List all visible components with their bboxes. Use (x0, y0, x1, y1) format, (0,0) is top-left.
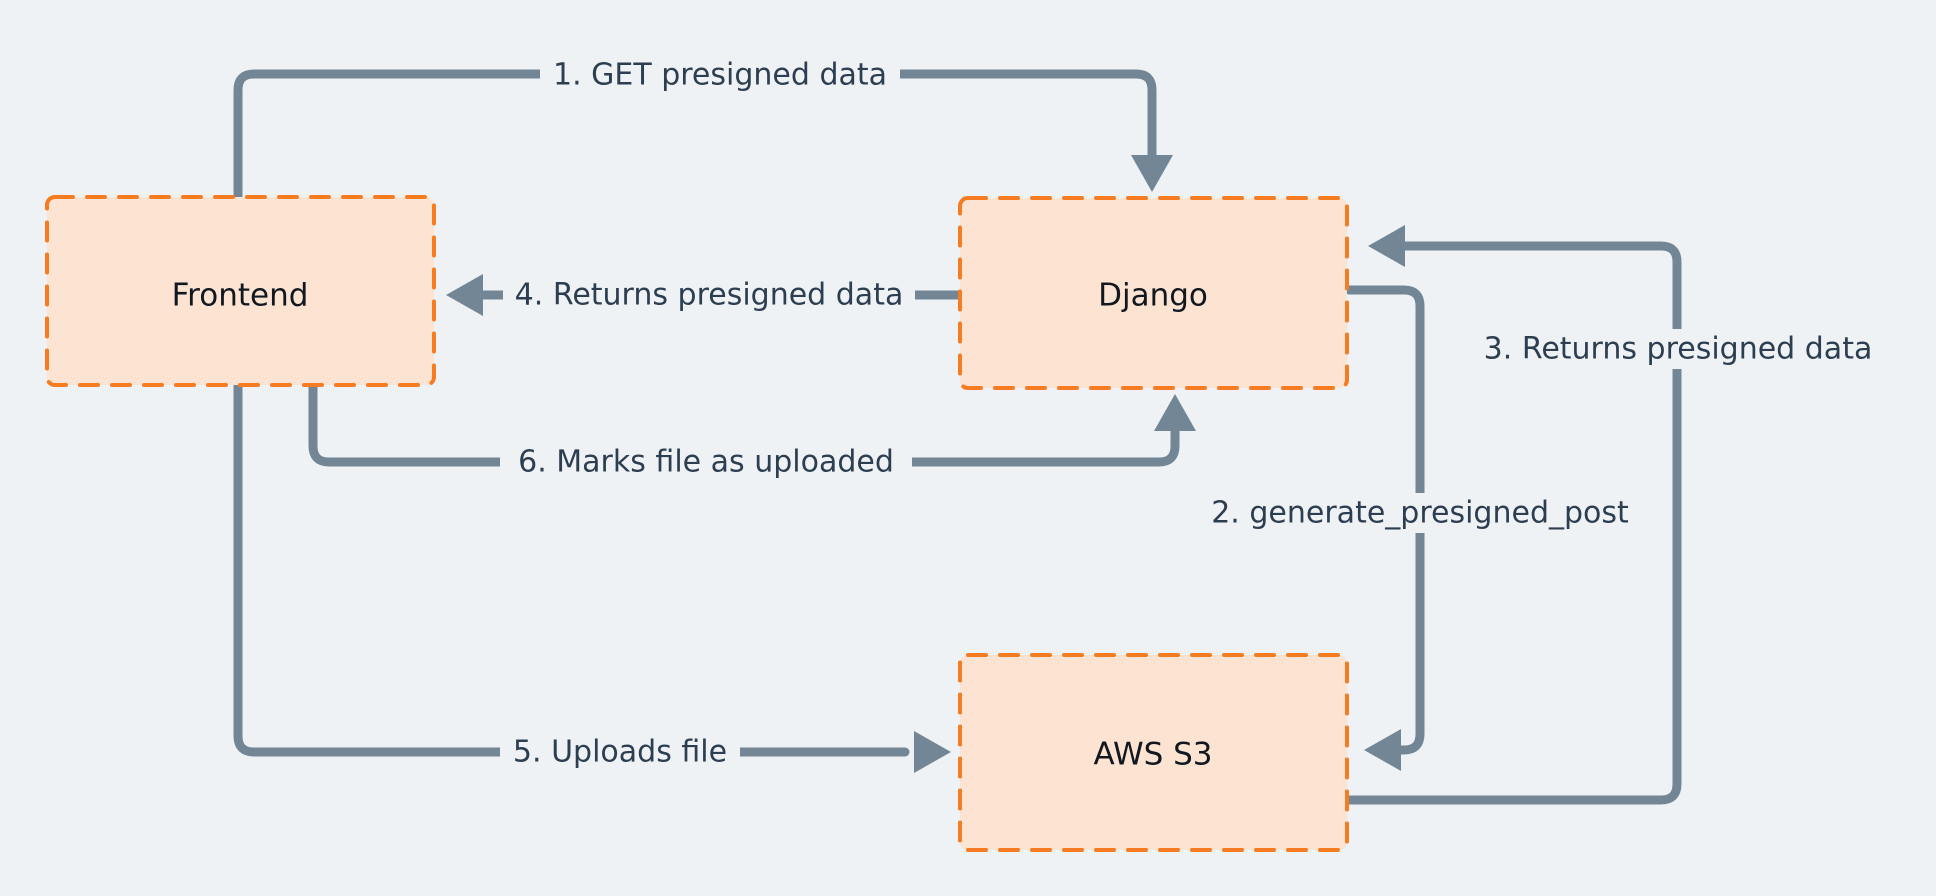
edge-3-label: 3. Returns presigned data (1484, 332, 1873, 367)
node-aws-s3-box[interactable] (958, 653, 1349, 852)
edge-2-generate-presigned-post: 2. generate_presigned_post (1200, 285, 1640, 771)
edge-5-uploads-file: 5. Uploads file (233, 380, 951, 773)
edge-5-label-bg (500, 732, 740, 772)
edge-3-arrowhead (1368, 225, 1405, 267)
node-frontend[interactable]: Frontend (45, 195, 436, 387)
edge-4-label-bg (503, 275, 915, 315)
edge-6-marks-file-as-uploaded: 6. Marks file as uploaded (308, 380, 1196, 482)
edge-4-returns-presigned-data: 4. Returns presigned data (446, 274, 963, 316)
edge-5-path (233, 380, 910, 757)
node-aws-s3[interactable]: AWS S3 (958, 653, 1349, 852)
node-frontend-label: Frontend (172, 278, 309, 314)
edge-5-label: 5. Uploads file (513, 735, 727, 770)
node-frontend-box[interactable] (45, 195, 436, 387)
edge-2-label-bg (1200, 493, 1640, 533)
node-django-box[interactable] (958, 196, 1349, 390)
edge-6-label-bg (500, 442, 912, 482)
edge-4-arrowhead (446, 274, 483, 316)
edge-6-label: 6. Marks file as uploaded (518, 445, 894, 480)
node-django[interactable]: Django (958, 196, 1349, 390)
edge-1-get-presigned-data: 1. GET presigned data (233, 54, 1173, 202)
edge-3-label-bg (1472, 329, 1884, 369)
node-aws-s3-label: AWS S3 (1093, 737, 1212, 773)
edge-3-path (1342, 241, 1682, 805)
edge-5-arrowhead (914, 731, 951, 773)
edge-4-label: 4. Returns presigned data (515, 278, 904, 313)
edge-1-label: 1. GET presigned data (553, 58, 887, 93)
edge-1-label-bg (540, 54, 900, 94)
edge-3-returns-presigned-data: 3. Returns presigned data (1342, 225, 1884, 805)
edge-1-arrowhead (1131, 155, 1173, 192)
edge-2-arrowhead (1364, 729, 1401, 771)
edge-6-arrowhead (1154, 394, 1196, 431)
edge-2-label: 2. generate_presigned_post (1211, 496, 1629, 531)
node-django-label: Django (1098, 278, 1208, 314)
